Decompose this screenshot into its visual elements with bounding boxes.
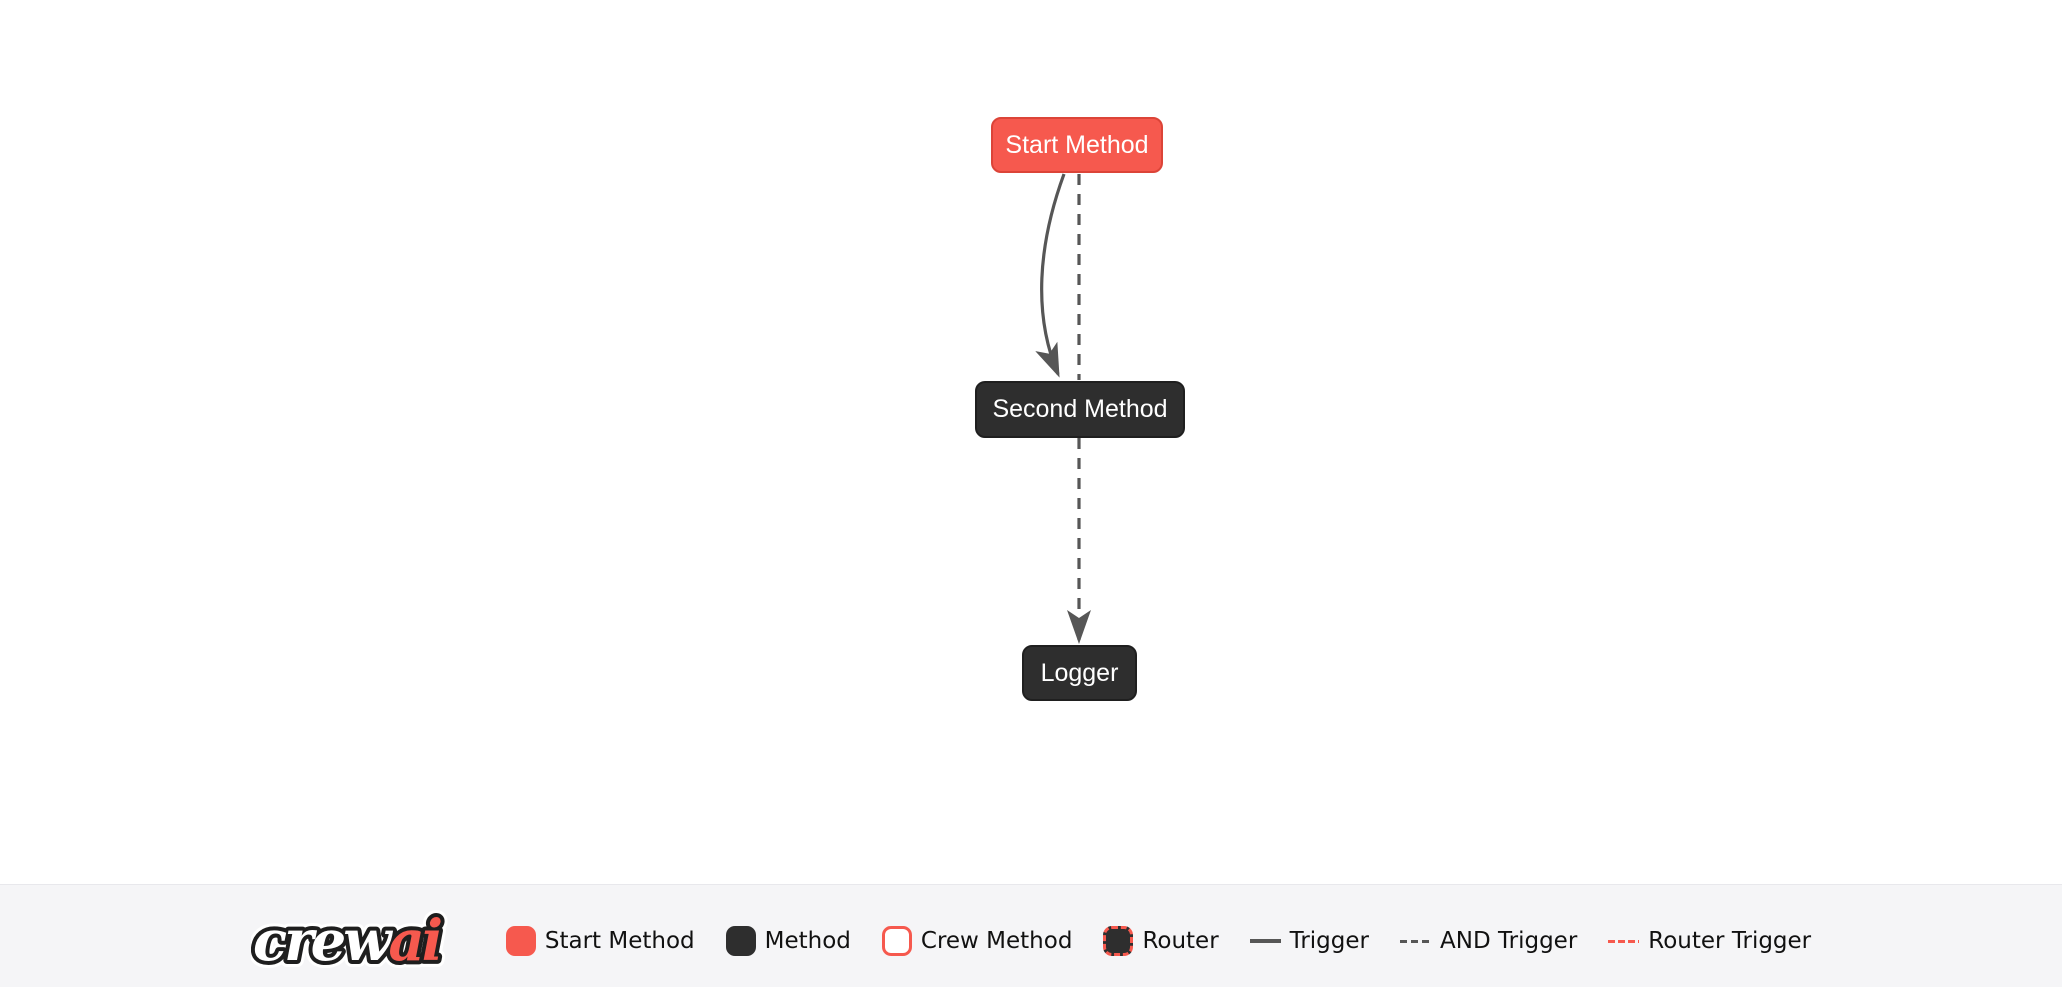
legend-label: Router Trigger [1648,928,1812,954]
crewai-logo: crewai crewai crewai [251,904,451,978]
legend-label: Router [1142,928,1219,954]
legend-item-crew-method: Crew Method [881,926,1073,956]
flow-node-second-method[interactable]: Second Method [975,381,1185,438]
legend-item-start-method: Start Method [505,926,695,956]
svg-text:crewai: crewai [253,908,441,974]
and-trigger-line-icon [1400,939,1431,943]
svg-text:crewai: crewai [253,908,441,974]
legend-item-router: Router [1103,926,1219,956]
router-trigger-line-icon [1608,939,1640,943]
svg-text:crewai: crewai [253,908,441,974]
legend-item-method: Method [725,926,851,956]
router-swatch-icon [1103,926,1134,956]
flow-node-logger[interactable]: Logger [1022,645,1137,701]
start-method-swatch-icon [505,926,536,956]
legend-label: Crew Method [920,928,1073,954]
legend-item-and-trigger: AND Trigger [1400,928,1577,954]
flow-diagram-canvas[interactable]: Start Method Second Method Logger [0,0,2062,884]
crew-method-swatch-icon [881,926,912,956]
legend-label: Method [764,928,851,954]
legend-item-router-trigger: Router Trigger [1608,928,1811,954]
legend-label: AND Trigger [1440,928,1578,954]
legend-bar: crewai crewai crewai Start Method Method… [0,884,2062,987]
edge-trigger-start-to-second [1035,173,1066,378]
method-swatch-icon [725,926,756,956]
legend-row: crewai crewai crewai Start Method Method… [251,894,1811,978]
flow-node-start-method[interactable]: Start Method [991,117,1163,173]
legend-label: Start Method [544,928,695,954]
trigger-line-icon [1249,939,1281,943]
legend-item-trigger: Trigger [1249,928,1369,954]
legend-label: Trigger [1289,928,1369,954]
